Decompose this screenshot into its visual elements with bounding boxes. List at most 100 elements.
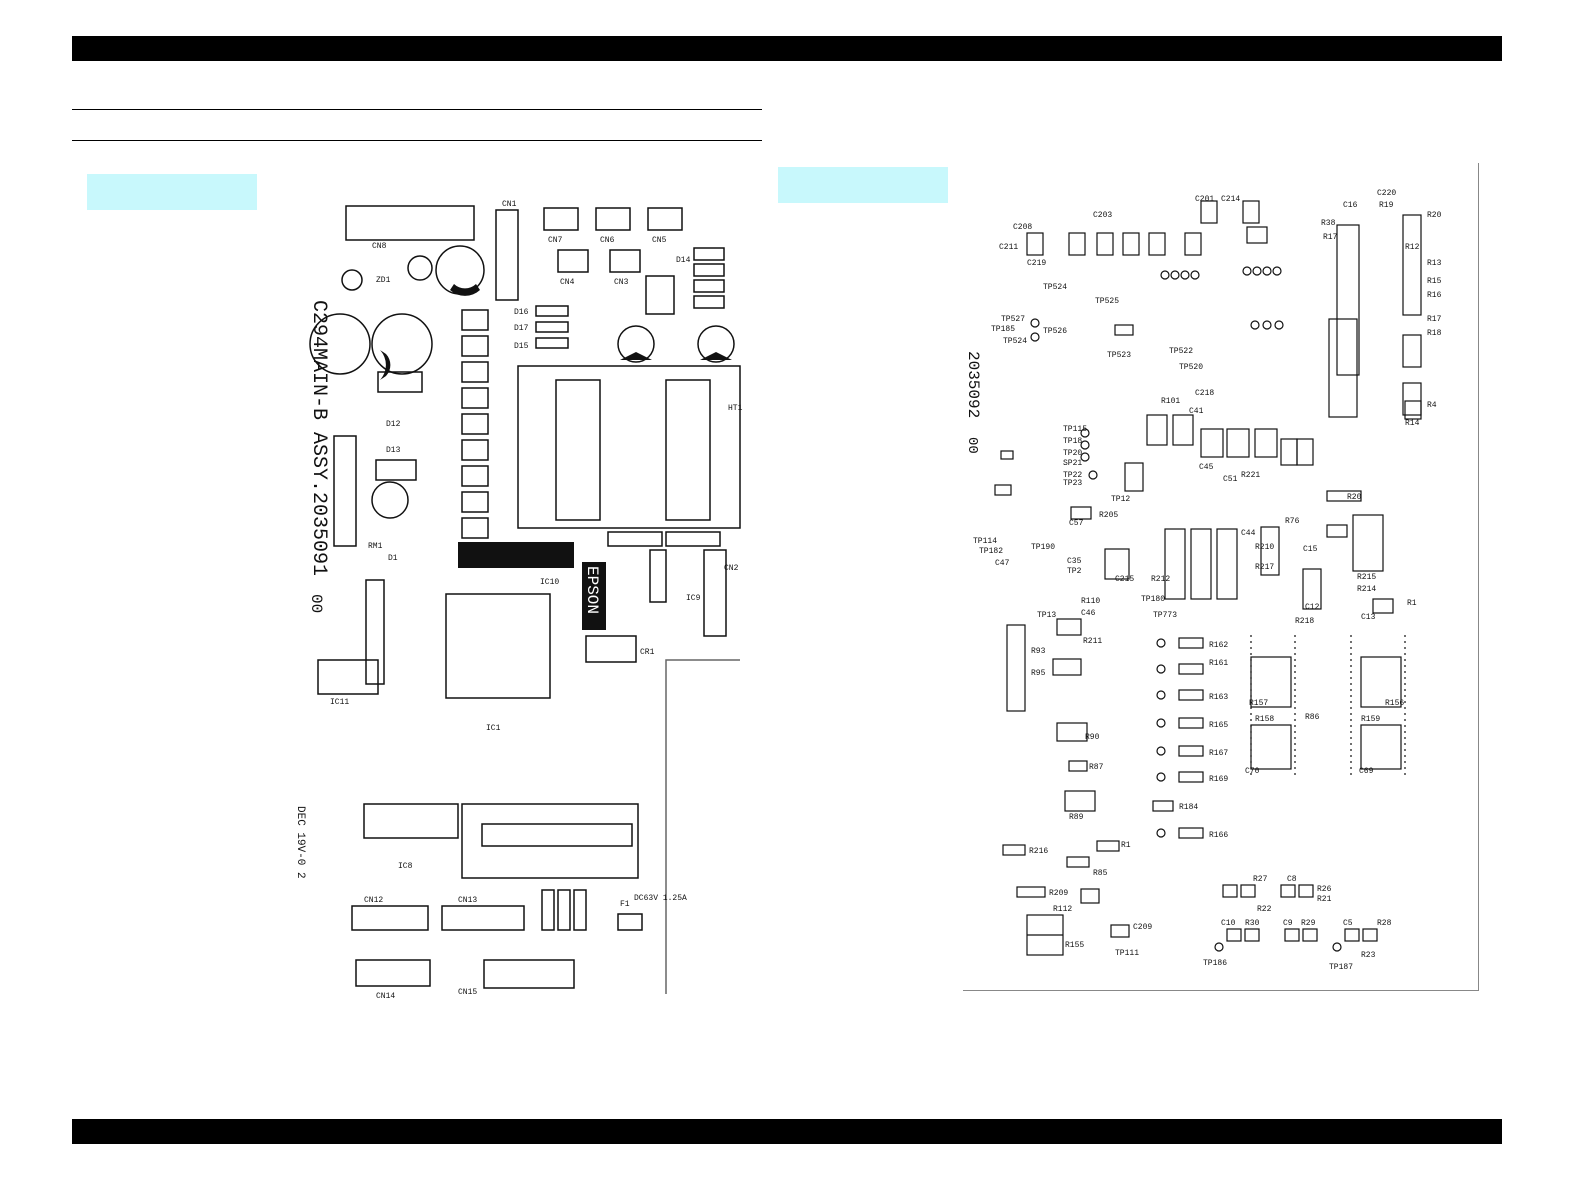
label-cn7: CN7: [548, 236, 563, 245]
label-c51: C51: [1223, 475, 1238, 484]
label-r20: R20: [1427, 211, 1442, 220]
label-c208: C208: [1013, 223, 1032, 232]
label-r17: R17: [1323, 233, 1338, 242]
label-c211: C211: [999, 243, 1018, 252]
label-cr1: CR1: [640, 648, 655, 657]
label-r112: R112: [1053, 905, 1072, 914]
label-r13: R13: [1427, 259, 1442, 268]
label-c15: C15: [1303, 545, 1318, 554]
header-bar: [72, 36, 1502, 61]
label-ic8: IC8: [398, 862, 413, 871]
label-c9: C9: [1283, 919, 1293, 928]
label-r86: R86: [1305, 713, 1320, 722]
main-board-date-code: DEC 19V-0 2: [294, 806, 306, 879]
label-tp23: TP23: [1063, 479, 1082, 488]
label-c46: C46: [1081, 609, 1096, 618]
label-ic10: IC10: [540, 578, 559, 587]
label-r30: R30: [1245, 919, 1260, 928]
label-r21: R21: [1317, 895, 1332, 904]
label-r167: R167: [1209, 749, 1228, 758]
label-tp22: TP22: [1063, 471, 1082, 480]
label-cn2: CN2: [724, 564, 739, 573]
main-board-fuse-rating: DC63V 1.25A: [634, 894, 687, 903]
label-r209: R209: [1049, 889, 1068, 898]
label-tp773: TP773: [1153, 611, 1177, 620]
label-r166: R166: [1209, 831, 1228, 840]
label-d13: D13: [386, 446, 401, 455]
label-r89: R89: [1069, 813, 1084, 822]
main-board-layout-figure: C294MAIN-B ASSY.2035091 00 EPSON DEC 19V…: [290, 190, 750, 1010]
label-c218: C218: [1195, 389, 1214, 398]
label-tp18: TP18: [1063, 437, 1082, 446]
label-tp190: TP190: [1031, 543, 1055, 552]
label-r110: R110: [1081, 597, 1100, 606]
label-r20b: R20: [1347, 493, 1362, 502]
ic-chip-black: [458, 542, 574, 568]
label-d17: D17: [514, 324, 529, 333]
label-r18: R18: [1427, 329, 1442, 338]
label-cn8: CN8: [372, 242, 387, 251]
label-r95: R95: [1031, 669, 1046, 678]
label-f1: F1: [620, 900, 630, 909]
label-c5: C5: [1343, 919, 1353, 928]
label-c219: C219: [1027, 259, 1046, 268]
label-c209: C209: [1133, 923, 1152, 932]
label-r87: R87: [1089, 763, 1104, 772]
label-tp182: TP182: [979, 547, 1003, 556]
label-r169: R169: [1209, 775, 1228, 784]
label-r159: R159: [1361, 715, 1380, 724]
label-tp13: TP13: [1037, 611, 1056, 620]
label-ic11: IC11: [330, 698, 349, 707]
label-r1b: R1: [1121, 841, 1131, 850]
label-tp2: TP2: [1067, 567, 1082, 576]
label-r163: R163: [1209, 693, 1228, 702]
label-ic9: IC9: [686, 594, 701, 603]
label-r214: R214: [1357, 585, 1376, 594]
label-c12: C12: [1305, 603, 1320, 612]
label-tp524: TP524: [1043, 283, 1067, 292]
label-tp12: TP12: [1111, 495, 1130, 504]
label-r157: R157: [1249, 699, 1268, 708]
label-c201: C201: [1195, 195, 1214, 204]
label-r76: R76: [1285, 517, 1300, 526]
main-board-silk-title: C294MAIN-B ASSY.2035091: [307, 300, 330, 576]
label-c220: C220: [1377, 189, 1396, 198]
label-tp187: TP187: [1329, 963, 1353, 972]
label-r90: R90: [1085, 733, 1100, 742]
label-r205: R205: [1099, 511, 1118, 520]
label-c57: C57: [1069, 519, 1084, 528]
label-cn6: CN6: [600, 236, 615, 245]
footer-bar: [72, 1119, 1502, 1144]
label-tp185: TP185: [991, 325, 1015, 334]
label-cn13: CN13: [458, 896, 477, 905]
label-tp523: TP523: [1107, 351, 1131, 360]
label-r15: R15: [1427, 277, 1442, 286]
label-c215: C215: [1115, 575, 1134, 584]
label-r12: R12: [1405, 243, 1420, 252]
label-r27: R27: [1253, 875, 1268, 884]
label-r161: R161: [1209, 659, 1228, 668]
label-d1: D1: [388, 554, 398, 563]
label-r23: R23: [1361, 951, 1376, 960]
label-r4: R4: [1427, 401, 1437, 410]
label-r16: R16: [1427, 291, 1442, 300]
label-tp520: TP520: [1179, 363, 1203, 372]
label-c214: C214: [1221, 195, 1240, 204]
label-r93: R93: [1031, 647, 1046, 656]
label-r28: R28: [1377, 919, 1392, 928]
sub-board-silk-title: 2035092: [965, 351, 982, 418]
label-c69: C69: [1359, 767, 1374, 776]
label-tp522: TP522: [1169, 347, 1193, 356]
label-d16: D16: [514, 308, 529, 317]
label-r221: R221: [1241, 471, 1260, 480]
label-r38: R38: [1321, 219, 1336, 228]
figure-caption-sub-board: [778, 167, 948, 203]
main-board-rev-mark: 00: [307, 594, 325, 613]
label-cn1: CN1: [502, 200, 517, 209]
label-r14: R14: [1405, 419, 1420, 428]
label-tp114: TP114: [973, 537, 997, 546]
label-c13: C13: [1361, 613, 1376, 622]
label-r217: R217: [1255, 563, 1274, 572]
label-tp186: TP186: [1203, 959, 1227, 968]
label-r155: R155: [1065, 941, 1084, 950]
